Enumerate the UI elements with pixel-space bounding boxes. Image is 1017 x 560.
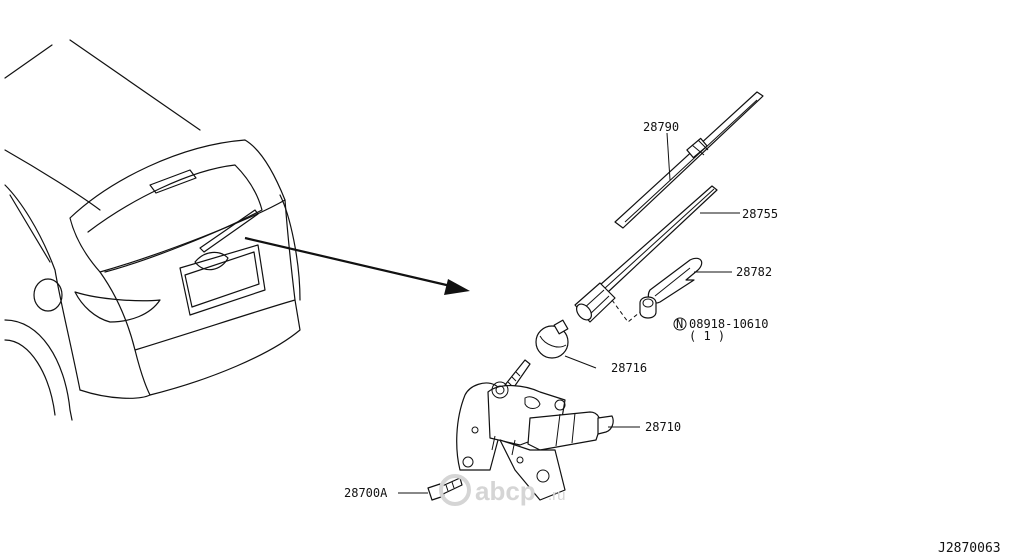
watermark: abcp .ru: [439, 474, 566, 506]
label-28716: 28716: [611, 361, 647, 375]
label-28755: 28755: [742, 207, 778, 221]
label-28782: 28782: [736, 265, 772, 279]
diagram-id: J2870063: [938, 541, 1001, 556]
nut-prefix-symbol: N: [676, 317, 683, 331]
wiper-motor[interactable]: [456, 359, 614, 501]
watermark-brand: abcp: [475, 476, 536, 506]
label-28710: 28710: [645, 420, 681, 434]
label-28700A: 28700A: [344, 486, 388, 500]
nut[interactable]: [639, 296, 657, 319]
wiper-blade[interactable]: [614, 91, 764, 229]
pivot-cap[interactable]: [535, 319, 569, 359]
label-08918-10610: 08918-10610: [689, 317, 768, 331]
wiper-arm[interactable]: [574, 185, 718, 323]
label-nut-quantity: ( 1 ): [689, 329, 725, 343]
arm-cap[interactable]: [647, 257, 703, 304]
pointer-arrow: [244, 236, 470, 295]
watermark-suffix: .ru: [548, 487, 566, 504]
vehicle-rear-illustration: [4, 39, 301, 421]
label-28790: 28790: [643, 120, 679, 134]
